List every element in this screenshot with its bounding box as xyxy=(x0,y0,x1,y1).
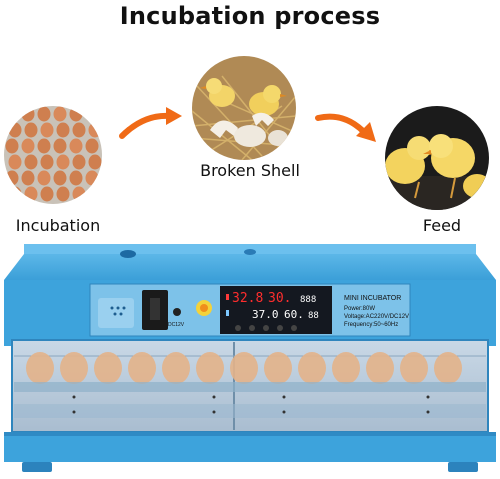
egg xyxy=(24,154,38,170)
arrow-right-icon xyxy=(119,107,182,139)
set-temp-readout: 37.0 xyxy=(252,308,279,321)
egg xyxy=(40,154,54,170)
egg xyxy=(8,186,22,202)
egg xyxy=(37,106,51,122)
plate-voltage: Voltage:AC220V/DC12V xyxy=(344,314,409,320)
egg xyxy=(53,106,67,122)
set-humidity-readout: 60. xyxy=(284,308,304,321)
egg xyxy=(56,154,70,170)
tray-egg xyxy=(434,352,462,384)
tray-egg xyxy=(400,352,428,384)
egg xyxy=(53,170,67,186)
egg xyxy=(37,138,51,154)
egg xyxy=(85,106,99,122)
feed-chicks-image xyxy=(385,106,489,210)
temp-readout: 32.8 xyxy=(232,291,263,306)
tray-egg xyxy=(128,352,156,384)
egg xyxy=(72,186,86,202)
incubator-image: DC12V 32.8 30. 888 37.0 60. 88 MINI INCU… xyxy=(4,244,496,472)
egg xyxy=(5,138,19,154)
egg xyxy=(88,122,102,138)
egg xyxy=(24,186,38,202)
set-day-readout: 88 xyxy=(308,311,319,321)
egg xyxy=(8,154,22,170)
tray-egg xyxy=(366,352,394,384)
egg xyxy=(85,170,99,186)
egg xyxy=(21,138,35,154)
plate-heading: MINI INCUBATOR xyxy=(344,295,401,302)
egg xyxy=(8,122,22,138)
egg xyxy=(56,186,70,202)
tray-egg xyxy=(94,352,122,384)
plate-power: Power:80W xyxy=(344,306,375,312)
incubation-label: Incubation xyxy=(15,216,101,235)
egg xyxy=(37,170,51,186)
egg xyxy=(24,122,38,138)
egg xyxy=(53,138,67,154)
tray-egg xyxy=(162,352,190,384)
dc-jack-label: DC12V xyxy=(168,322,185,328)
egg xyxy=(40,122,54,138)
broken-shell-label: Broken Shell xyxy=(200,161,300,180)
plate-frequency: Frequency:50~60Hz xyxy=(344,322,398,328)
egg xyxy=(40,186,54,202)
tray-egg xyxy=(298,352,326,384)
egg xyxy=(69,138,83,154)
incubation-eggs-image xyxy=(4,106,102,204)
egg xyxy=(21,170,35,186)
egg xyxy=(56,122,70,138)
tray-egg xyxy=(230,352,258,384)
tray-egg xyxy=(196,352,224,384)
egg xyxy=(88,186,102,202)
broken-shell-image xyxy=(192,56,296,160)
egg xyxy=(88,154,102,170)
tray-egg xyxy=(60,352,88,384)
egg xyxy=(5,106,19,122)
egg xyxy=(5,170,19,186)
feed-label: Feed xyxy=(422,216,462,235)
day-readout: 888 xyxy=(300,295,316,305)
egg xyxy=(21,106,35,122)
egg xyxy=(72,122,86,138)
egg xyxy=(69,106,83,122)
egg xyxy=(69,170,83,186)
egg xyxy=(72,154,86,170)
arrow-right-icon xyxy=(315,113,376,142)
humidity-readout: 30. xyxy=(268,291,291,306)
page-title: Incubation process xyxy=(119,2,381,30)
tray-egg xyxy=(264,352,292,384)
egg xyxy=(85,138,99,154)
tray-egg xyxy=(332,352,360,384)
tray-egg xyxy=(26,352,54,384)
